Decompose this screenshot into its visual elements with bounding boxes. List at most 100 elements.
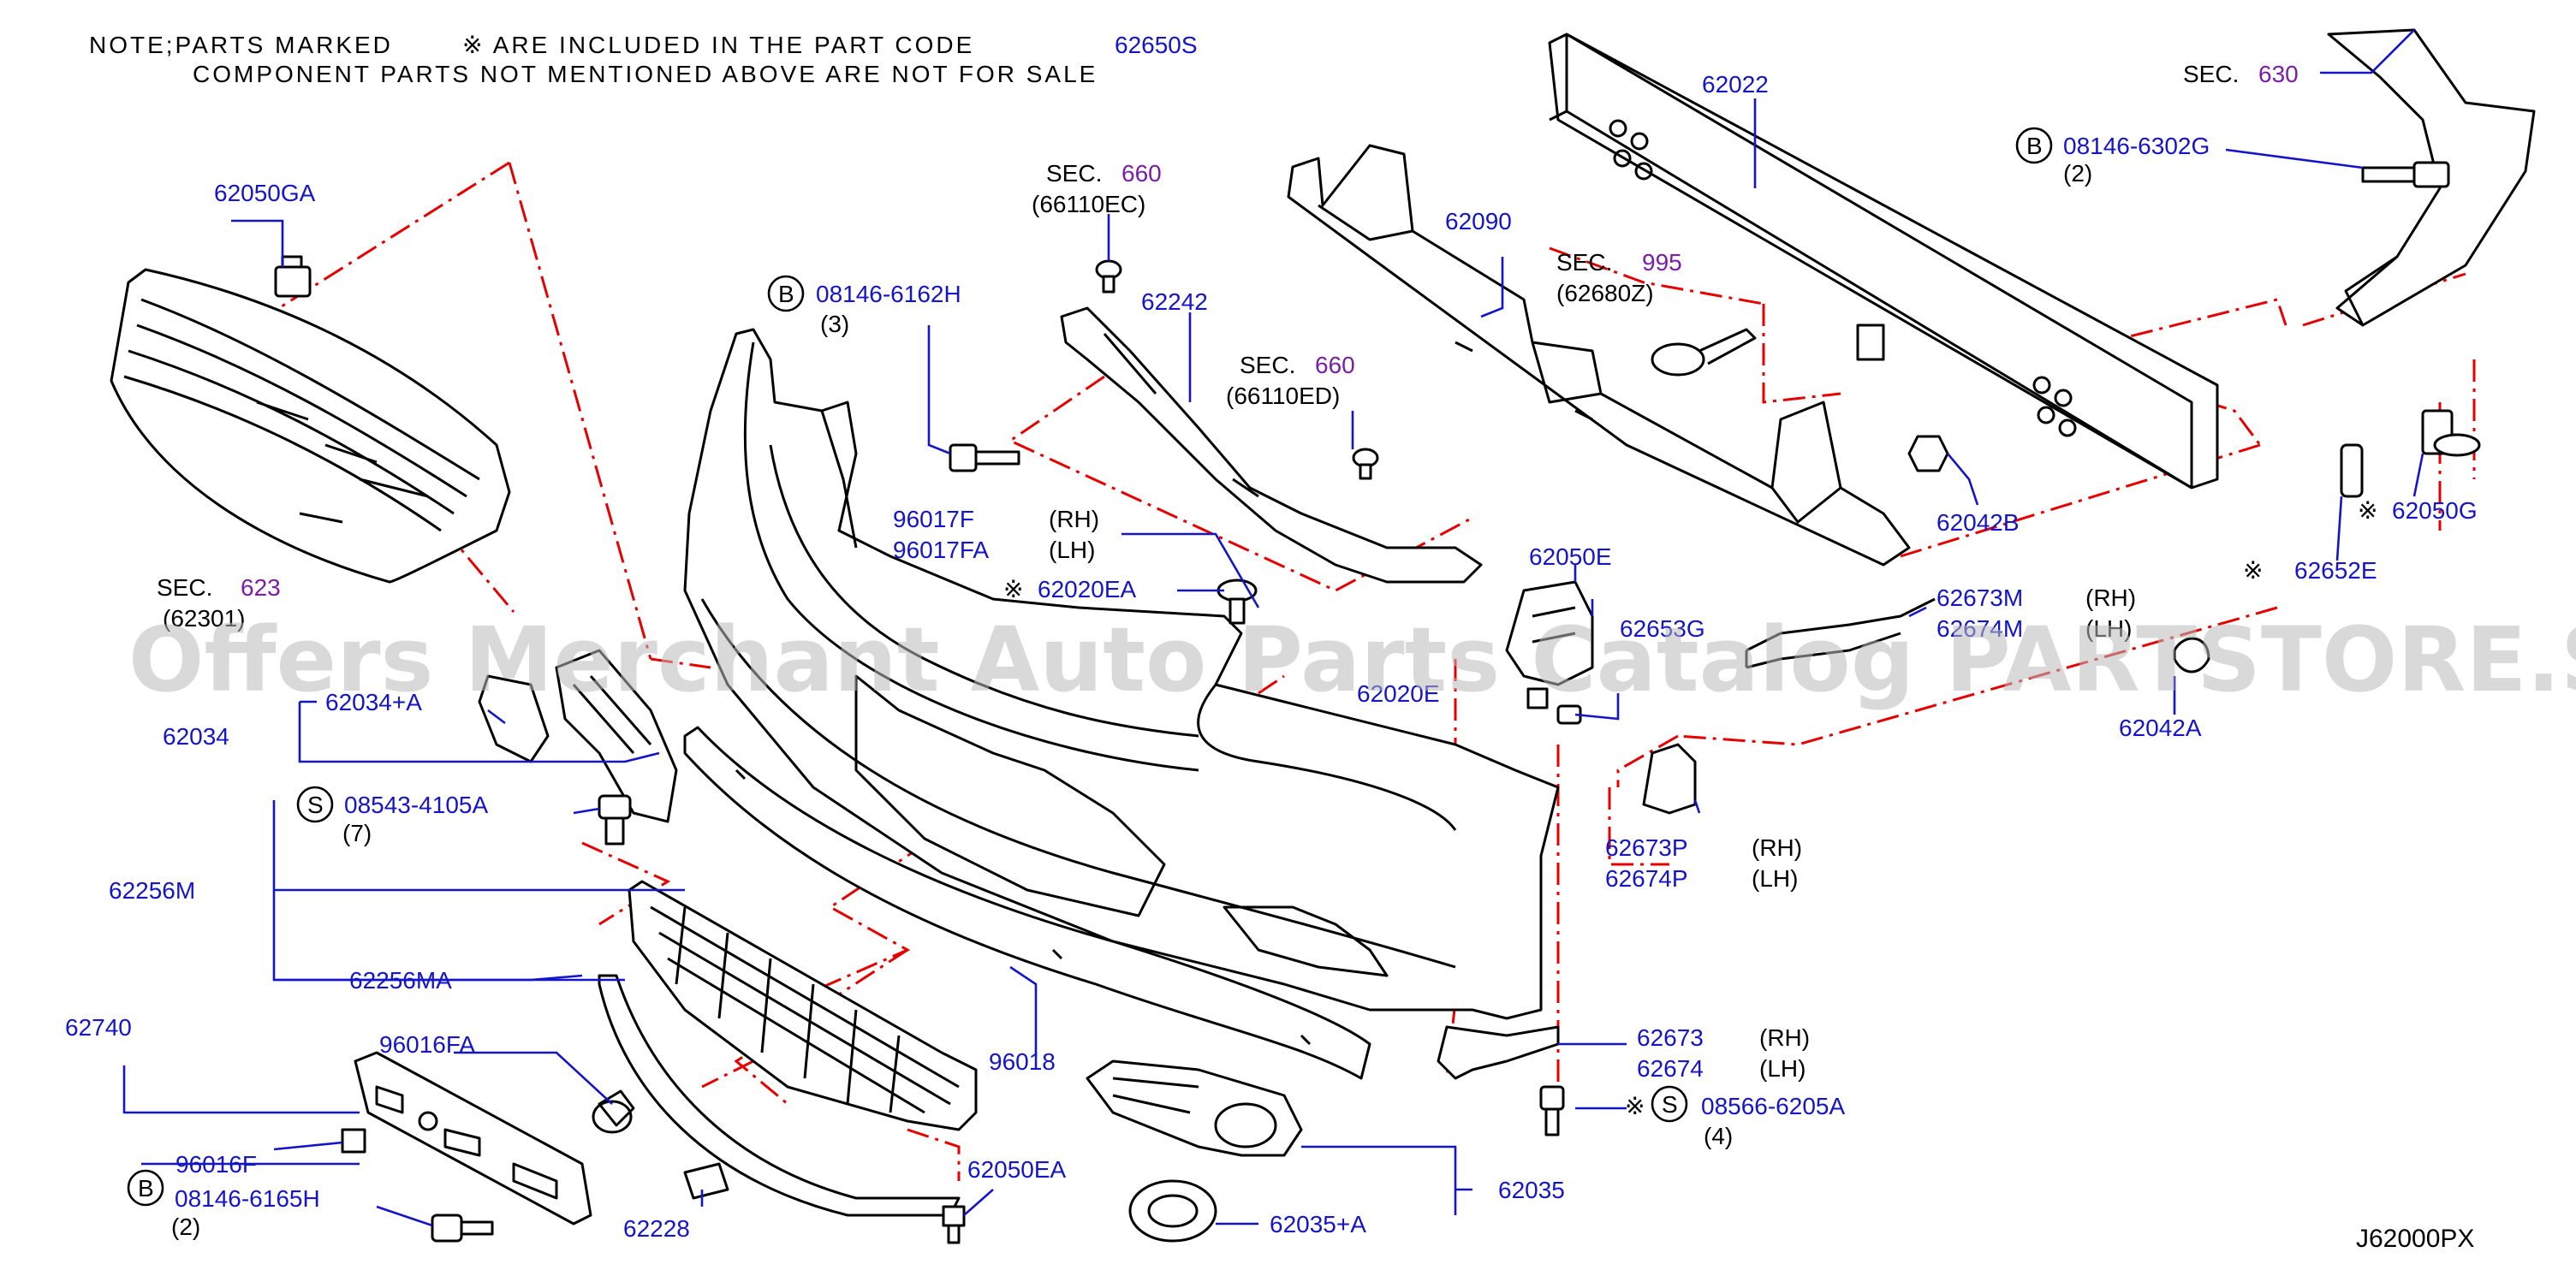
sec-label-995: SEC. bbox=[1556, 249, 1612, 276]
circle-symbol-b-6302g: B bbox=[2015, 127, 2053, 164]
circle-symbol-b-6165h: B bbox=[127, 1169, 164, 1207]
sec-ref-66110EC: (66110EC) bbox=[1032, 191, 1145, 217]
part-fog-cover-62034 bbox=[478, 649, 678, 823]
label-62050E: 62050E bbox=[1529, 543, 1612, 570]
label-62228: 62228 bbox=[623, 1215, 690, 1242]
sec-label-660-b: SEC. bbox=[1240, 352, 1295, 378]
label-62673: 62673 bbox=[1637, 1024, 1704, 1051]
part-fender-bracket bbox=[2327, 28, 2536, 327]
qty-08146-6162H: (3) bbox=[820, 311, 849, 337]
side-96017FA: (LH) bbox=[1049, 537, 1095, 563]
watermark-text: Offers Merchant Auto Parts Catalog PARTS… bbox=[128, 608, 2576, 712]
side-62673M: (RH) bbox=[2085, 585, 2136, 611]
side-62673: (RH) bbox=[1759, 1024, 1810, 1051]
label-62674: 62674 bbox=[1637, 1055, 1704, 1082]
label-62035A: 62035+A bbox=[1270, 1211, 1366, 1237]
label-62740: 62740 bbox=[65, 1014, 132, 1041]
sec-number-630: 630 bbox=[2258, 61, 2299, 87]
label-62674P: 62674P bbox=[1605, 865, 1688, 892]
circle-symbol-s-4105a: S bbox=[296, 786, 334, 823]
label-62050EA: 62050EA bbox=[967, 1156, 1067, 1183]
part-bumper-fascia bbox=[683, 328, 1560, 1020]
svg-text:B: B bbox=[138, 1175, 154, 1202]
part-clip-96016FA bbox=[592, 1089, 635, 1134]
label-62042A: 62042A bbox=[2119, 715, 2202, 741]
svg-text:S: S bbox=[1662, 1091, 1678, 1118]
part-bracket-62673M bbox=[1745, 597, 1936, 669]
label-62050GA: 62050GA bbox=[214, 180, 316, 206]
label-08146-6165H: 08146-6165H bbox=[175, 1185, 320, 1212]
circle-symbol-b-6162h: B bbox=[767, 275, 805, 312]
kome-mark-62652e: ※ bbox=[2243, 557, 2263, 584]
diagram-code: J62000PX bbox=[2356, 1225, 2474, 1253]
label-62673P: 62673P bbox=[1605, 834, 1688, 861]
kome-mark-08566-6205a: ※ bbox=[1625, 1093, 1645, 1119]
sec-ref-62680Z: (62680Z) bbox=[1556, 280, 1654, 306]
leader-lines bbox=[122, 29, 2424, 1227]
label-62674M: 62674M bbox=[1936, 615, 2023, 642]
sec-number-660-a: 660 bbox=[1121, 160, 1162, 187]
side-62674P: (LH) bbox=[1752, 865, 1798, 892]
side-62674M: (LH) bbox=[2085, 615, 2132, 642]
part-bolt-08146-6162H bbox=[949, 443, 1020, 472]
label-08146-6162H: 08146-6162H bbox=[816, 281, 961, 307]
sec-label-660-a: SEC. bbox=[1046, 160, 1102, 187]
part-clip-62050GA bbox=[274, 255, 312, 298]
qty-08146-6302G: (2) bbox=[2063, 160, 2092, 187]
note-line-2: COMPONENT PARTS NOT MENTIONED ABOVE ARE … bbox=[193, 61, 1098, 87]
part-spoiler-96018 bbox=[683, 726, 1371, 1080]
note-line-1-body: ※ ARE INCLUDED IN THE PART CODE bbox=[462, 32, 974, 58]
label-62652E: 62652E bbox=[2294, 557, 2377, 584]
label-96017FA: 96017FA bbox=[893, 537, 989, 563]
sec-number-995: 995 bbox=[1642, 249, 1682, 276]
part-clip-62042A bbox=[2173, 637, 2210, 674]
qty-08566-6205A: (4) bbox=[1704, 1123, 1733, 1149]
kome-mark-62020ea: ※ bbox=[1003, 576, 1023, 602]
label-62090: 62090 bbox=[1445, 208, 1512, 234]
part-screw-08543-4105A bbox=[598, 794, 632, 846]
part-license-plate-62740 bbox=[354, 1051, 592, 1225]
label-62034A: 62034+A bbox=[325, 689, 422, 715]
part-clip-96016F bbox=[341, 1128, 366, 1154]
part-clip-660 bbox=[1095, 259, 1379, 480]
label-62035: 62035 bbox=[1498, 1177, 1565, 1203]
part-fog-ring-62035A bbox=[1128, 1179, 1217, 1243]
part-clip-62652E bbox=[2340, 443, 2364, 498]
label-62653G: 62653G bbox=[1620, 615, 1705, 642]
note-part-code: 62650S bbox=[1115, 32, 1198, 58]
label-62256MA: 62256MA bbox=[349, 967, 452, 994]
svg-text:S: S bbox=[307, 792, 324, 818]
part-bolt-08146-6302G bbox=[2361, 161, 2450, 188]
part-screw-08566-6205A bbox=[1539, 1085, 1565, 1136]
sec-number-660-b: 660 bbox=[1315, 352, 1355, 378]
part-clip-62020E bbox=[1526, 687, 1582, 725]
circle-symbol-s-6205a: S bbox=[1651, 1085, 1688, 1123]
label-96016F: 96016F bbox=[176, 1151, 257, 1178]
part-clip-62050G bbox=[2421, 409, 2481, 457]
part-grille-upper bbox=[110, 268, 511, 584]
label-62050G: 62050G bbox=[2392, 497, 2478, 524]
sec-number-623: 623 bbox=[241, 574, 281, 601]
sec-ref-62301: (62301) bbox=[163, 605, 246, 632]
sec-label-630: SEC. bbox=[2183, 61, 2239, 87]
part-tow-hook-62680Z bbox=[1651, 328, 1757, 377]
label-62022: 62022 bbox=[1702, 71, 1769, 98]
label-62242: 62242 bbox=[1141, 288, 1208, 315]
label-62034: 62034 bbox=[163, 723, 229, 750]
label-62256M: 62256M bbox=[109, 877, 195, 904]
part-absorber-62090 bbox=[1287, 144, 1911, 567]
part-side-bracket-62673 bbox=[1437, 1025, 1560, 1080]
label-96016FA: 96016FA bbox=[379, 1031, 475, 1058]
part-clip-62050EA bbox=[942, 1205, 966, 1244]
part-bracket-62242 bbox=[1060, 306, 1483, 584]
label-08543-4105A: 08543-4105A bbox=[344, 792, 488, 818]
side-96017F: (RH) bbox=[1049, 506, 1099, 532]
part-clip-62020EA bbox=[1217, 579, 1258, 625]
label-62673M: 62673M bbox=[1936, 585, 2023, 611]
label-96017F: 96017F bbox=[893, 506, 974, 532]
sec-label-623: SEC. bbox=[157, 574, 212, 601]
label-08566-6205A: 08566-6205A bbox=[1701, 1093, 1845, 1119]
label-96018: 96018 bbox=[989, 1048, 1056, 1075]
qty-08543-4105A: (7) bbox=[342, 820, 372, 846]
